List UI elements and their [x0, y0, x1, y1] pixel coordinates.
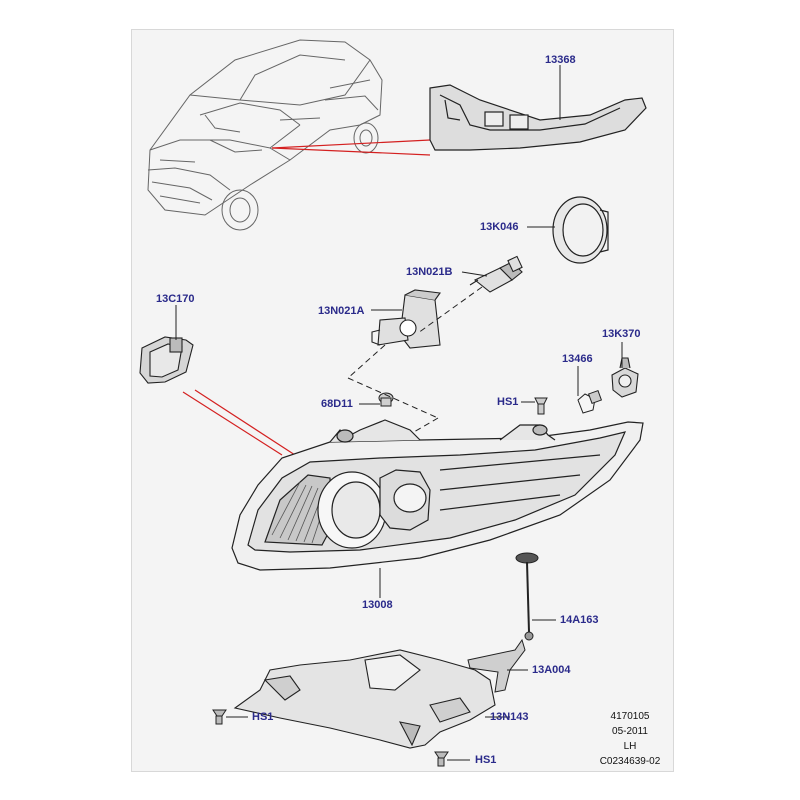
gasket-13C170 — [139, 336, 194, 384]
callout-13C170: 13C170 — [156, 293, 195, 305]
adjuster-14A163 — [515, 552, 539, 641]
bulb-13N021A — [371, 289, 441, 349]
callout-hs1-left: HS1 — [252, 711, 274, 723]
bulb-cap-13K046 — [552, 196, 609, 264]
callout-13008: 13008 — [362, 599, 393, 611]
callout-13A004: 13A004 — [532, 664, 571, 676]
footer-drawing-code: C0234639-02 — [599, 756, 661, 767]
bulb-13N021B — [469, 255, 523, 293]
small-bulb-13466 — [577, 389, 603, 414]
callout-hs1-bottom: HS1 — [475, 754, 497, 766]
screw-hs1-left — [212, 709, 227, 725]
bulb-socket-13K370 — [611, 357, 639, 398]
screw-hs1-bottom — [434, 751, 449, 767]
trim-strip-13368 — [429, 84, 647, 151]
callout-13466: 13466 — [562, 353, 593, 365]
callout-leaders — [175, 65, 623, 761]
leader-lines-red — [182, 139, 431, 456]
bracket-13A004 — [467, 638, 526, 693]
grommet-68D11 — [378, 392, 394, 407]
callout-13N143: 13N143 — [490, 711, 529, 723]
callout-hs1-top: HS1 — [497, 396, 519, 408]
callout-13N021B: 13N021B — [406, 266, 453, 278]
cover-13N143 — [233, 649, 496, 749]
footer-side: LH — [623, 741, 637, 752]
callout-13K046: 13K046 — [480, 221, 519, 233]
callout-13K370: 13K370 — [602, 328, 641, 340]
dashed-leader-lines — [347, 286, 483, 441]
callout-13N021A: 13N021A — [318, 305, 365, 317]
callout-13368: 13368 — [545, 54, 576, 66]
headlamp-13008 — [231, 419, 644, 571]
screw-hs1-top — [534, 397, 548, 415]
footer-date: 05-2011 — [612, 726, 648, 737]
callout-68D11: 68D11 — [321, 398, 353, 410]
footer-ref-number: 4170105 — [610, 711, 650, 722]
vehicle-illustration — [147, 39, 383, 231]
callout-14A163: 14A163 — [560, 614, 599, 626]
